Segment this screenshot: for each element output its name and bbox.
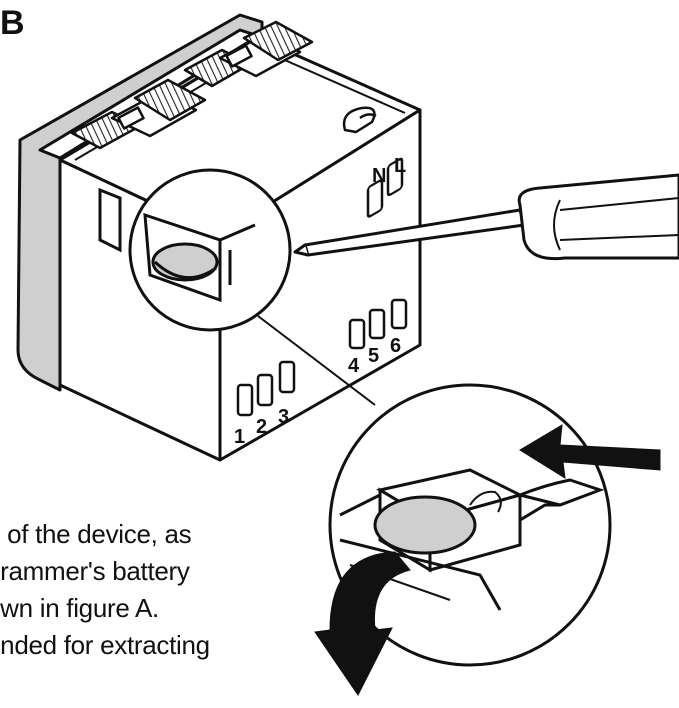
terminal-label-4: 4 bbox=[348, 355, 360, 377]
push-arrow-icon bbox=[519, 424, 661, 479]
battery-window bbox=[98, 187, 122, 253]
zoom-lines bbox=[257, 315, 376, 406]
terminal-label-5: 5 bbox=[368, 345, 379, 367]
caption-line: e of the device, as bbox=[0, 519, 192, 549]
terminal-label-1: 1 bbox=[234, 426, 245, 448]
terminal-label-n: N bbox=[372, 165, 386, 187]
terminal-label-l: L bbox=[394, 155, 406, 177]
detail-circle-small bbox=[128, 168, 292, 332]
arrows bbox=[314, 424, 661, 696]
top-clips bbox=[70, 20, 377, 150]
caption-line: ended for extracting bbox=[0, 630, 210, 660]
caption-line: own in figure A. bbox=[0, 593, 159, 623]
figure-label: B bbox=[0, 4, 25, 42]
terminals-supply: N L bbox=[366, 155, 406, 218]
terminal-label-6: 6 bbox=[390, 335, 401, 357]
screwdriver bbox=[293, 173, 679, 261]
rotate-arrow-icon bbox=[314, 551, 411, 696]
terminals-group-a: 4 5 6 bbox=[348, 298, 408, 377]
terminals-group-b: 1 2 3 bbox=[234, 360, 296, 448]
caption-text: e of the device, as grammer's battery ow… bbox=[0, 516, 286, 664]
terminal-label-3: 3 bbox=[278, 406, 289, 428]
terminal-label-2: 2 bbox=[256, 416, 267, 438]
caption-line: grammer's battery bbox=[0, 556, 190, 586]
